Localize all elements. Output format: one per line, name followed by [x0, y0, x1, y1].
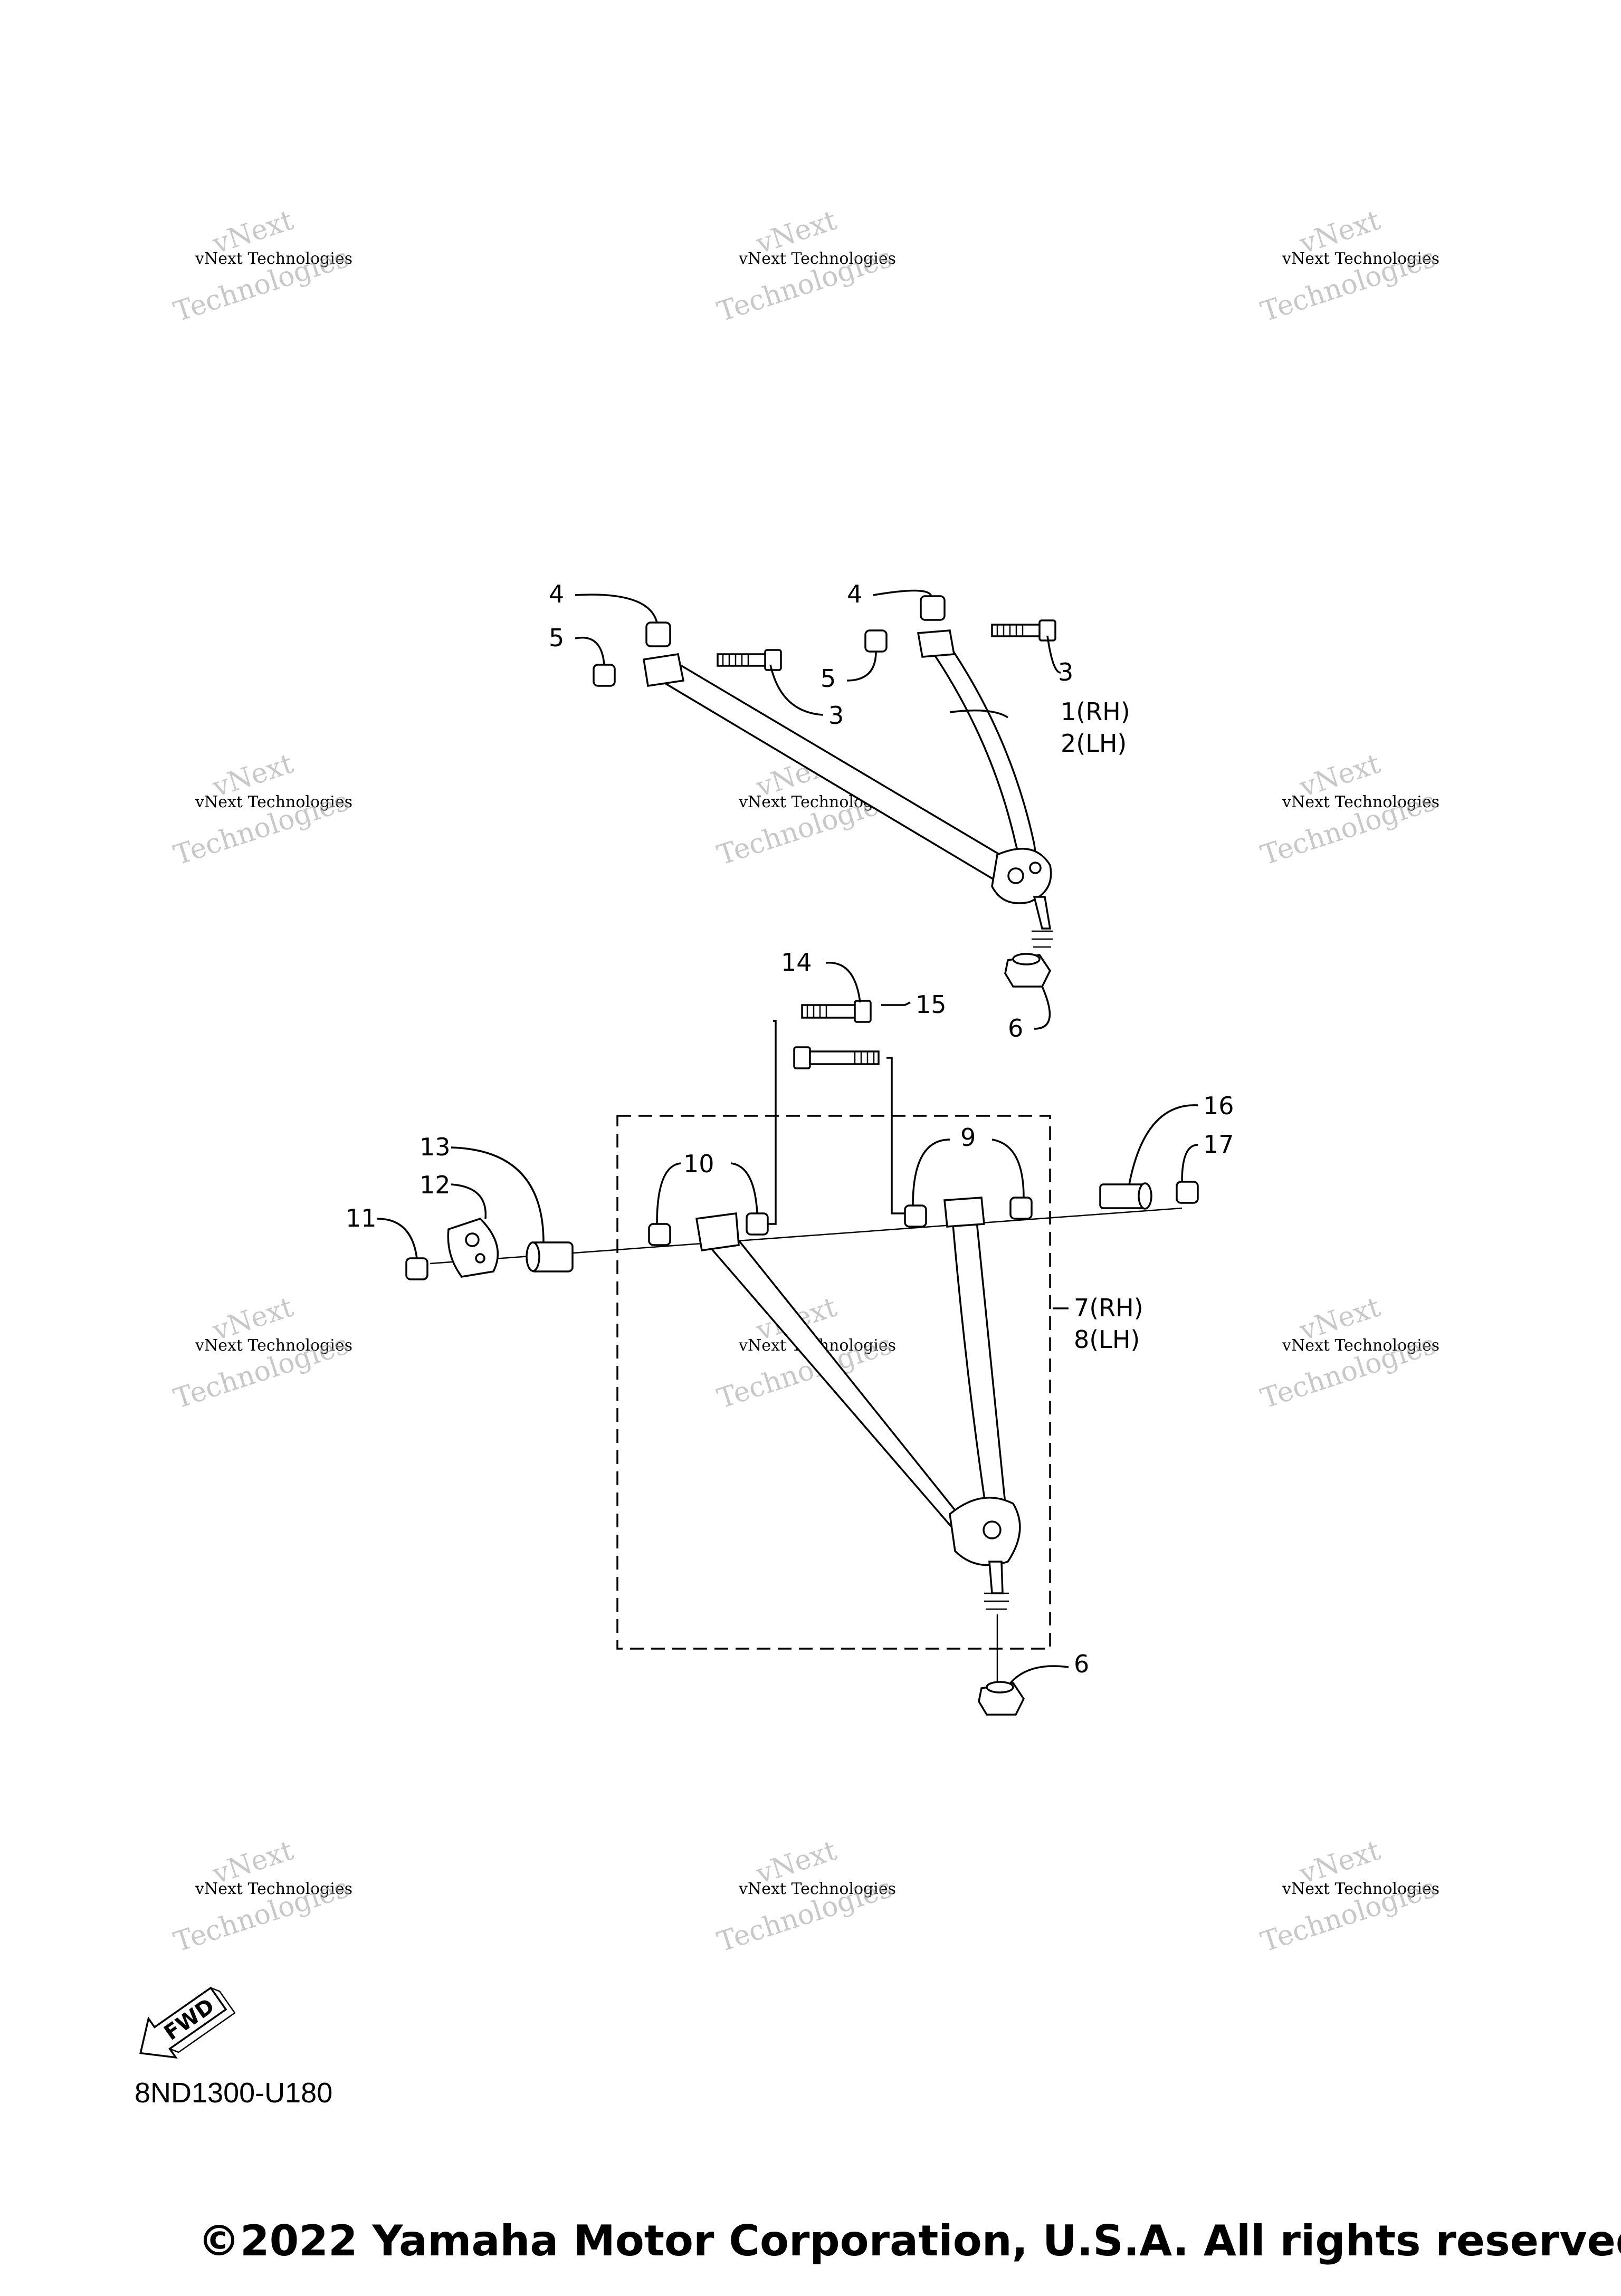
lower-arm-assembly — [377, 962, 1199, 1716]
svg-text:vNext Technologies: vNext Technologies — [195, 793, 352, 811]
callout-4-right: 4 — [847, 580, 862, 608]
callout-3-left: 3 — [828, 701, 844, 730]
callout-9: 9 — [960, 1123, 976, 1152]
bushing-9-a — [904, 1204, 927, 1228]
callout-6-lower: 6 — [1074, 1650, 1089, 1678]
flange-nut-6-lower — [978, 1681, 1025, 1716]
diagram-code: 8ND1300-U180 — [135, 2077, 332, 2109]
lower-arm-part — [695, 1197, 1021, 1610]
watermark-grid: vNext Technologies vNext Technologies vN… — [170, 205, 1439, 1958]
bolt-3-right — [991, 619, 1056, 642]
bushing-4-left — [645, 621, 671, 647]
collar-16 — [1099, 1182, 1152, 1210]
lower-arm-kit-box — [616, 1115, 1051, 1650]
callout-15: 15 — [916, 990, 947, 1019]
svg-text:vNext Technologies: vNext Technologies — [195, 1336, 352, 1355]
bushing-9-b — [1009, 1197, 1033, 1220]
callout-4-left: 4 — [549, 580, 564, 608]
flange-nut-6-upper — [1004, 953, 1052, 988]
bracket-12 — [447, 1217, 499, 1278]
svg-text:vNext Technologies: vNext Technologies — [738, 1880, 896, 1898]
fwd-label: FWD — [160, 1994, 219, 2045]
bolt-15 — [793, 1046, 880, 1069]
callout-16: 16 — [1203, 1092, 1234, 1120]
bolt-3-left — [717, 649, 782, 671]
callout-5-right: 5 — [821, 664, 836, 693]
watermark: vNext Technologies vNext Technologies — [170, 748, 352, 872]
fwd-arrow-icon: FWD — [139, 1986, 236, 2059]
watermark: vNext Technologies vNext Technologies — [170, 1835, 352, 1958]
callout-17: 17 — [1203, 1130, 1234, 1159]
callout-11: 11 — [346, 1204, 377, 1232]
watermark: vNext Technologies vNext Technologies — [170, 1292, 352, 1415]
nut-5-right — [864, 629, 888, 653]
bolt-14 — [801, 1000, 872, 1023]
watermark: vNext Technologies vNext Technologies — [1257, 1292, 1439, 1415]
upper-arm-part — [642, 629, 1053, 948]
callout-labels: 4 5 3 4 5 3 1(RH) 2(LH) 6 14 15 16 17 9 … — [346, 580, 1234, 1678]
upper-arm-assembly — [575, 589, 1061, 1030]
nut-11 — [405, 1257, 428, 1280]
copyright-notice: ©2022 Yamaha Motor Corporation, U.S.A. A… — [198, 2216, 1621, 2265]
callout-3-right: 3 — [1058, 658, 1073, 686]
callout-6-upper: 6 — [1008, 1014, 1023, 1042]
callout-1-rh: 1(RH) — [1061, 697, 1130, 726]
watermark: vNext Technologies vNext Technologies — [170, 205, 352, 328]
callout-14: 14 — [781, 948, 812, 977]
watermark: vNext Technologies vNext Technologies — [713, 205, 896, 328]
callout-5-left: 5 — [549, 624, 564, 652]
callout-12: 12 — [419, 1171, 451, 1199]
bushing-10-a — [648, 1223, 671, 1246]
callout-13: 13 — [419, 1133, 451, 1161]
callout-10: 10 — [683, 1150, 714, 1178]
svg-text:vNext Technologies: vNext Technologies — [738, 250, 896, 268]
watermark: vNext Technologies vNext Technologies — [713, 1835, 896, 1958]
nut-17 — [1176, 1181, 1199, 1204]
collar-13 — [526, 1241, 574, 1273]
svg-text:vNext Technologies: vNext Technologies — [1282, 1880, 1439, 1898]
callout-7-rh: 7(RH) — [1074, 1294, 1143, 1322]
callout-8-lh: 8(LH) — [1074, 1325, 1140, 1354]
bushing-4-right — [920, 595, 946, 621]
bushing-10-b — [746, 1212, 769, 1236]
svg-text:vNext Technologies: vNext Technologies — [195, 1880, 352, 1898]
svg-text:vNext Technologies: vNext Technologies — [195, 250, 352, 268]
svg-text:vNext Technologies: vNext Technologies — [1282, 250, 1439, 268]
callout-2-lh: 2(LH) — [1061, 729, 1127, 758]
nut-5-left — [593, 664, 616, 687]
svg-text:vNext Technologies: vNext Technologies — [1282, 1336, 1439, 1355]
svg-text:vNext Technologies: vNext Technologies — [1282, 793, 1439, 811]
watermark: vNext Technologies vNext Technologies — [1257, 748, 1439, 872]
watermark: vNext Technologies vNext Technologies — [1257, 205, 1439, 328]
watermark: vNext Technologies vNext Technologies — [1257, 1835, 1439, 1958]
